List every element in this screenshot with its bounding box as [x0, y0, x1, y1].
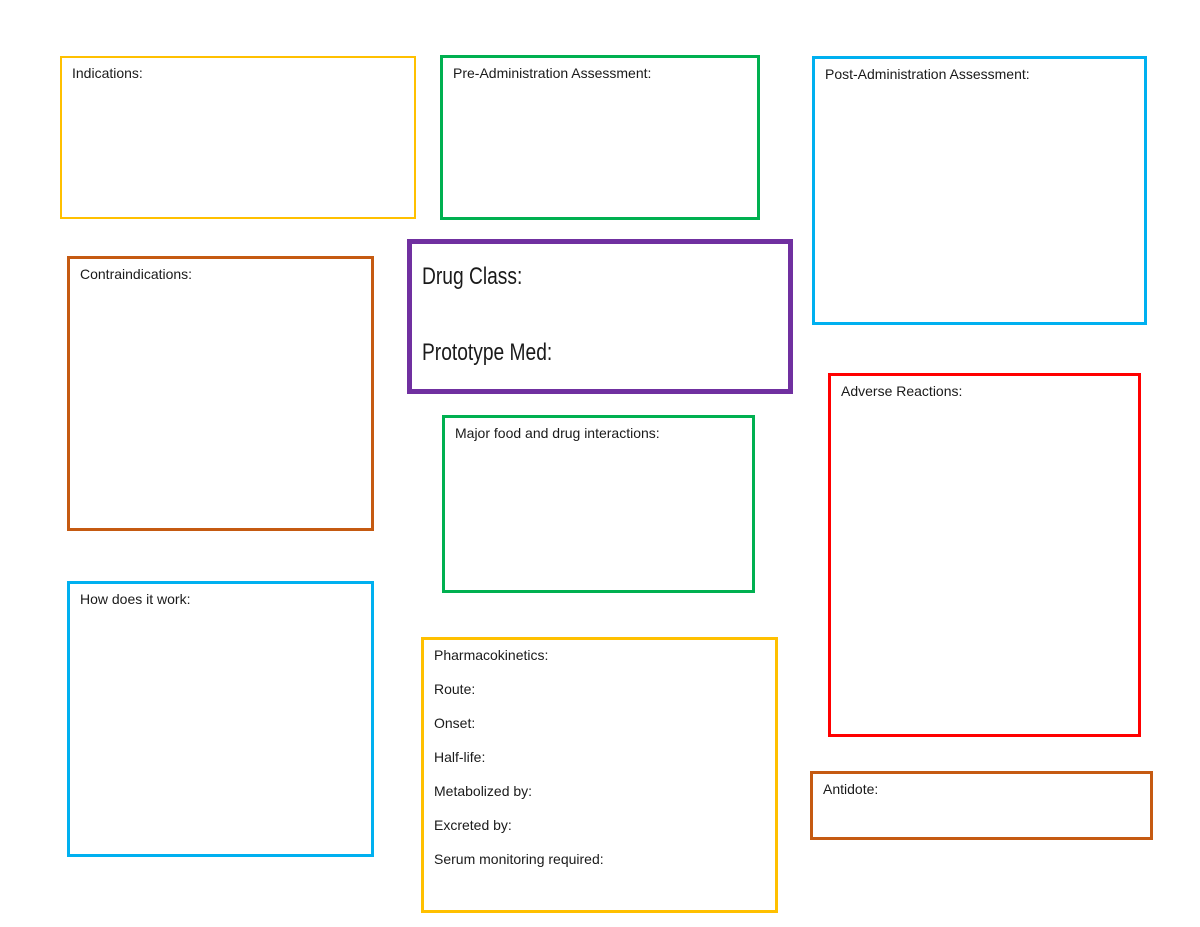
how-it-works-label: How does it work: [80, 591, 191, 607]
indications-label: Indications: [72, 65, 143, 81]
route-label: Route: [434, 681, 476, 697]
excreted-by-label: Excreted by: [434, 817, 512, 833]
antidote-label: Antidote: [823, 781, 879, 797]
how-it-works-box[interactable]: How does it work: [67, 581, 374, 857]
prototype-med-label: Prototype Med: [422, 339, 553, 366]
metabolized-by-label: Metabolized by: [434, 783, 533, 799]
serum-monitoring-label: Serum monitoring required: [434, 851, 604, 867]
post-administration-label: Post-Administration Assessment: [825, 66, 1030, 82]
half-life-label: Half-life: [434, 749, 486, 765]
interactions-label: Major food and drug interactions: [455, 425, 660, 441]
contraindications-label: Contraindications: [80, 266, 193, 282]
pre-administration-box[interactable]: Pre-Administration Assessment: [440, 55, 760, 220]
antidote-box[interactable]: Antidote: [810, 771, 1153, 840]
indications-box[interactable]: Indications: [60, 56, 416, 219]
pharmacokinetics-box[interactable]: Pharmacokinetics: Route: Onset: Half-lif… [421, 637, 778, 913]
drug-class-box[interactable]: Drug Class: Prototype Med: [407, 239, 793, 394]
pharmacokinetics-title: Pharmacokinetics: [434, 647, 549, 663]
post-administration-box[interactable]: Post-Administration Assessment: [812, 56, 1147, 325]
onset-label: Onset: [434, 715, 476, 731]
adverse-reactions-label: Adverse Reactions: [841, 383, 963, 399]
interactions-box[interactable]: Major food and drug interactions: [442, 415, 755, 593]
contraindications-box[interactable]: Contraindications: [67, 256, 374, 531]
pre-administration-label: Pre-Administration Assessment: [453, 65, 652, 81]
drug-class-label: Drug Class: [422, 263, 523, 290]
adverse-reactions-box[interactable]: Adverse Reactions: [828, 373, 1141, 737]
